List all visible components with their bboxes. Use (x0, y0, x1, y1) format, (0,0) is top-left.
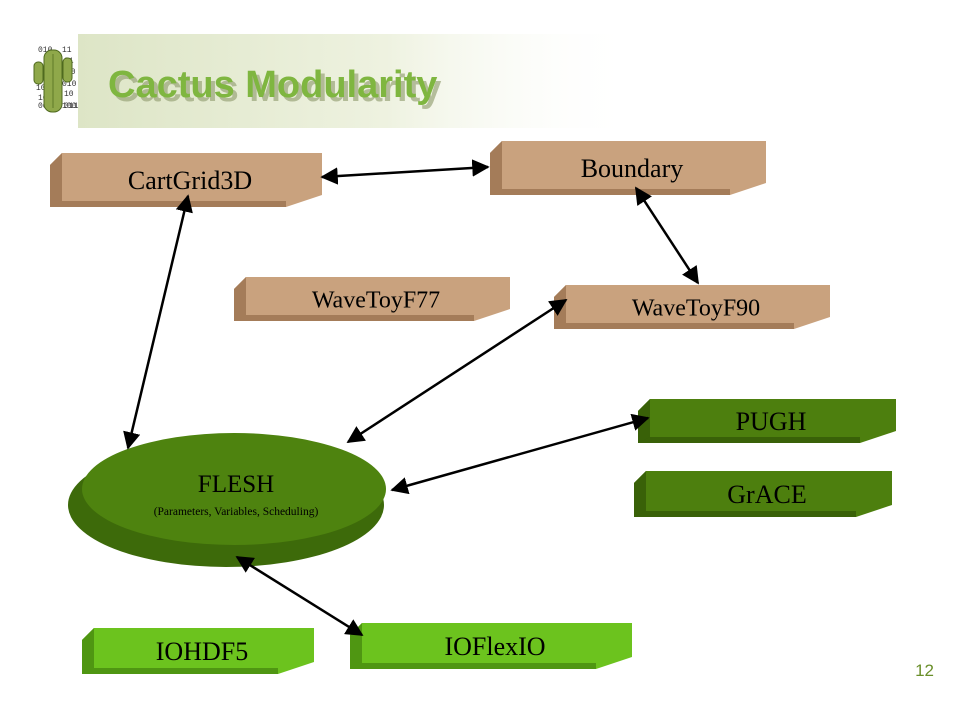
grace-label: GrACE (727, 480, 806, 509)
slide-title: Cactus Modularity (108, 64, 437, 106)
logo-binary-digit: 10 (64, 90, 74, 99)
iohdf5-box-bevel (82, 628, 94, 674)
flesh-label: FLESH (198, 471, 274, 498)
boundary-box-bottom (490, 189, 730, 195)
pugh-box (638, 399, 896, 443)
logo-binary-digit: 10 (38, 94, 48, 103)
iohdf5-node: IOHDF5 (82, 628, 314, 674)
flesh-node: FLESH (Parameters, Variables, Scheduling… (68, 433, 386, 567)
cactus-logo: 010110110100101010100000011 (33, 46, 79, 113)
edge-boundary-wavetoyf90 (634, 186, 700, 285)
ioflexio-box-bottom (350, 663, 596, 669)
logo-binary-digit: 010 (38, 46, 53, 55)
wavetoyf90-node: WaveToyF90 (554, 285, 830, 329)
wavetoyf77-label: WaveToyF77 (312, 287, 440, 313)
iohdf5-box (82, 628, 314, 674)
edge-cartgrid3d-boundary (320, 159, 490, 185)
cartgrid3d-box (50, 153, 322, 207)
iohdf5-box-bottom (82, 668, 278, 674)
wavetoyf77-node: WaveToyF77 (234, 277, 510, 321)
grace-box (634, 471, 892, 517)
boundary-label: Boundary (581, 154, 684, 183)
page-number: 12 (915, 661, 934, 680)
logo-binary-digit: 11 (62, 46, 72, 55)
cartgrid3d-box-bevel (50, 153, 62, 207)
wavetoyf77-box-bevel (234, 277, 246, 321)
pugh-node: PUGH (638, 399, 896, 443)
ioflexio-box (350, 623, 632, 669)
grace-box-bevel (634, 471, 646, 517)
ioflexio-label: IOFlexIO (444, 632, 545, 661)
grace-box-bottom (634, 511, 856, 517)
ioflexio-node: IOFlexIO (350, 623, 632, 669)
grace-node: GrACE (634, 471, 892, 517)
cartgrid3d-node: CartGrid3D (50, 153, 322, 207)
logo-binary-digit: 011 (64, 102, 79, 111)
edge-flesh-ioflexio (235, 555, 364, 637)
boundary-box (490, 141, 766, 195)
wavetoyf90-box-bottom (554, 323, 794, 329)
edge-cartgrid3d-flesh (123, 194, 193, 450)
wavetoyf77-box-bottom (234, 315, 474, 321)
edge-wavetoyf90-flesh (346, 298, 568, 444)
wavetoyf90-box (554, 285, 830, 329)
pugh-box-bottom (638, 437, 860, 443)
iohdf5-label: IOHDF5 (156, 637, 248, 666)
edge-pugh-flesh (390, 413, 650, 495)
logo-binary-digit: 010 (62, 80, 77, 89)
flesh-sublabel: (Parameters, Variables, Scheduling) (154, 506, 319, 518)
boundary-box-bevel (490, 141, 502, 195)
flesh-ellipse (82, 433, 386, 545)
wavetoyf90-label: WaveToyF90 (632, 295, 760, 321)
cartgrid3d-box-bottom (50, 201, 286, 207)
logo-binary-digit: 10 (36, 84, 46, 93)
slide-title-shadow: Cactus Modularity (112, 68, 441, 110)
cartgrid3d-label: CartGrid3D (128, 166, 252, 195)
pugh-label: PUGH (736, 407, 807, 436)
logo-binary-digit: 100 (62, 102, 77, 111)
title-banner (78, 34, 638, 128)
boundary-node: Boundary (490, 141, 766, 195)
